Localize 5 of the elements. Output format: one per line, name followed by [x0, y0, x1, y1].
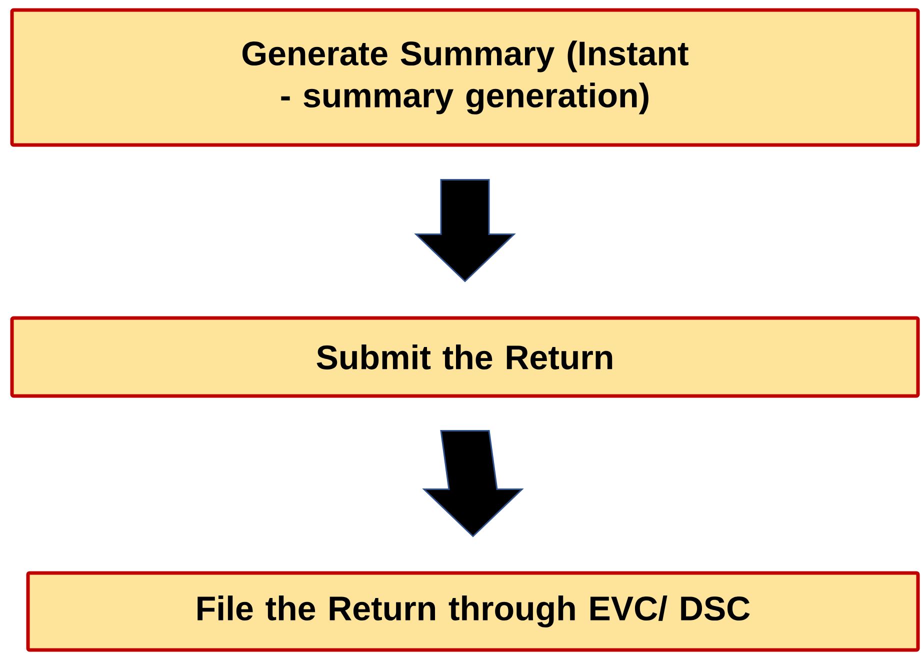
process-box: Generate Summary (Instant - summary generation)	[10, 8, 920, 147]
block-arrow	[422, 430, 524, 538]
process-box: File the Return through EVC/ DSC	[26, 571, 920, 652]
block-arrow	[414, 179, 516, 282]
process-box: Submit the Return	[10, 316, 920, 398]
